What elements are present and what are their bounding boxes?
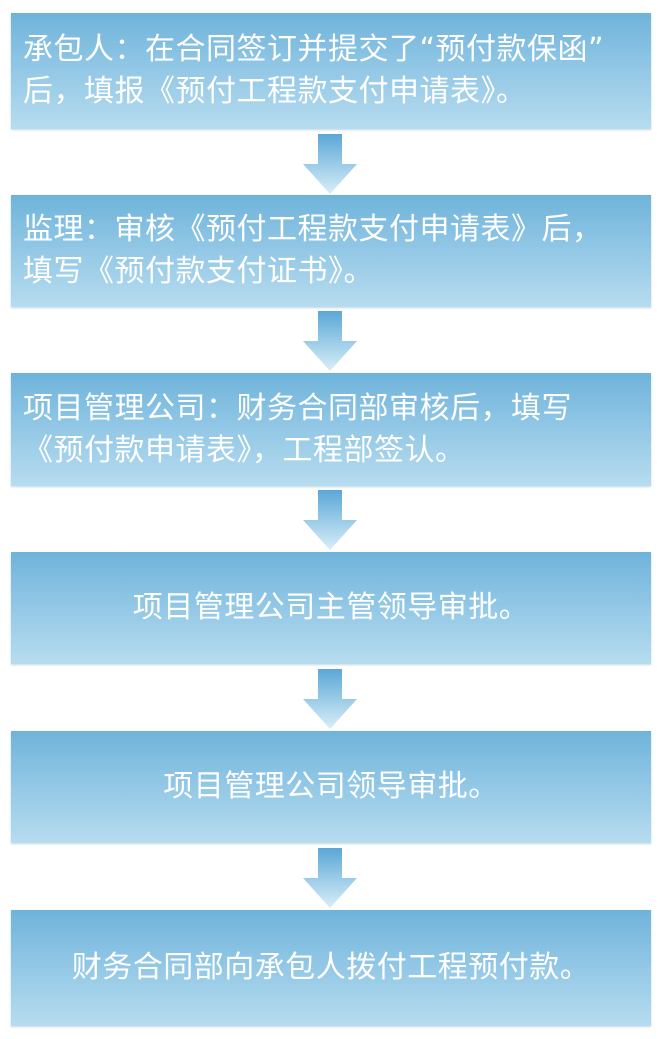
down-arrow-icon <box>303 490 357 550</box>
flow-step-2: 监理：审核《预付工程款支付申请表》后， 填写《预付款支付证书》。 <box>11 195 651 307</box>
flow-step-5: 项目管理公司领导审批。 <box>11 731 651 843</box>
flow-step-1-line-1: 承包人：在合同签订并提交了“预付款保函” <box>23 32 605 67</box>
flow-step-5-text: 项目管理公司领导审批。 <box>163 769 499 804</box>
flow-step-6-text: 财务合同部向承包人拨付工程预付款。 <box>71 950 591 985</box>
flow-step-2-text: 监理：审核《预付工程款支付申请表》后， 填写《预付款支付证书》。 <box>23 209 603 293</box>
flow-step-1-text: 承包人：在合同签订并提交了“预付款保函” 后，填报《预付工程款支付申请表》。 <box>23 29 604 113</box>
flow-step-4: 项目管理公司主管领导审批。 <box>11 552 651 664</box>
flow-step-2-line-1: 监理：审核《预付工程款支付申请表》后， <box>23 212 603 247</box>
flow-step-2-line-2: 填写《预付款支付证书》。 <box>23 254 374 289</box>
flow-step-3-text: 项目管理公司：财务合同部审核后，填写 《预付款申请表》，工程部签认。 <box>23 388 572 472</box>
down-arrow-icon <box>303 134 357 194</box>
flow-step-4-text: 项目管理公司主管领导审批。 <box>132 590 530 625</box>
down-arrow-icon <box>303 848 357 908</box>
flow-step-6: 财务合同部向承包人拨付工程预付款。 <box>11 910 651 1026</box>
flow-step-3: 项目管理公司：财务合同部审核后，填写 《预付款申请表》，工程部签认。 <box>11 373 651 486</box>
flow-step-3-line-1: 项目管理公司：财务合同部审核后，填写 <box>23 390 572 426</box>
down-arrow-icon <box>303 311 357 371</box>
down-arrow-icon <box>303 669 357 729</box>
flow-step-1-line-2: 后，填报《预付工程款支付申请表》。 <box>23 74 527 109</box>
flow-step-3-line-2: 《预付款申请表》，工程部签认。 <box>23 432 466 468</box>
flow-step-1: 承包人：在合同签订并提交了“预付款保函” 后，填报《预付工程款支付申请表》。 <box>11 13 651 129</box>
